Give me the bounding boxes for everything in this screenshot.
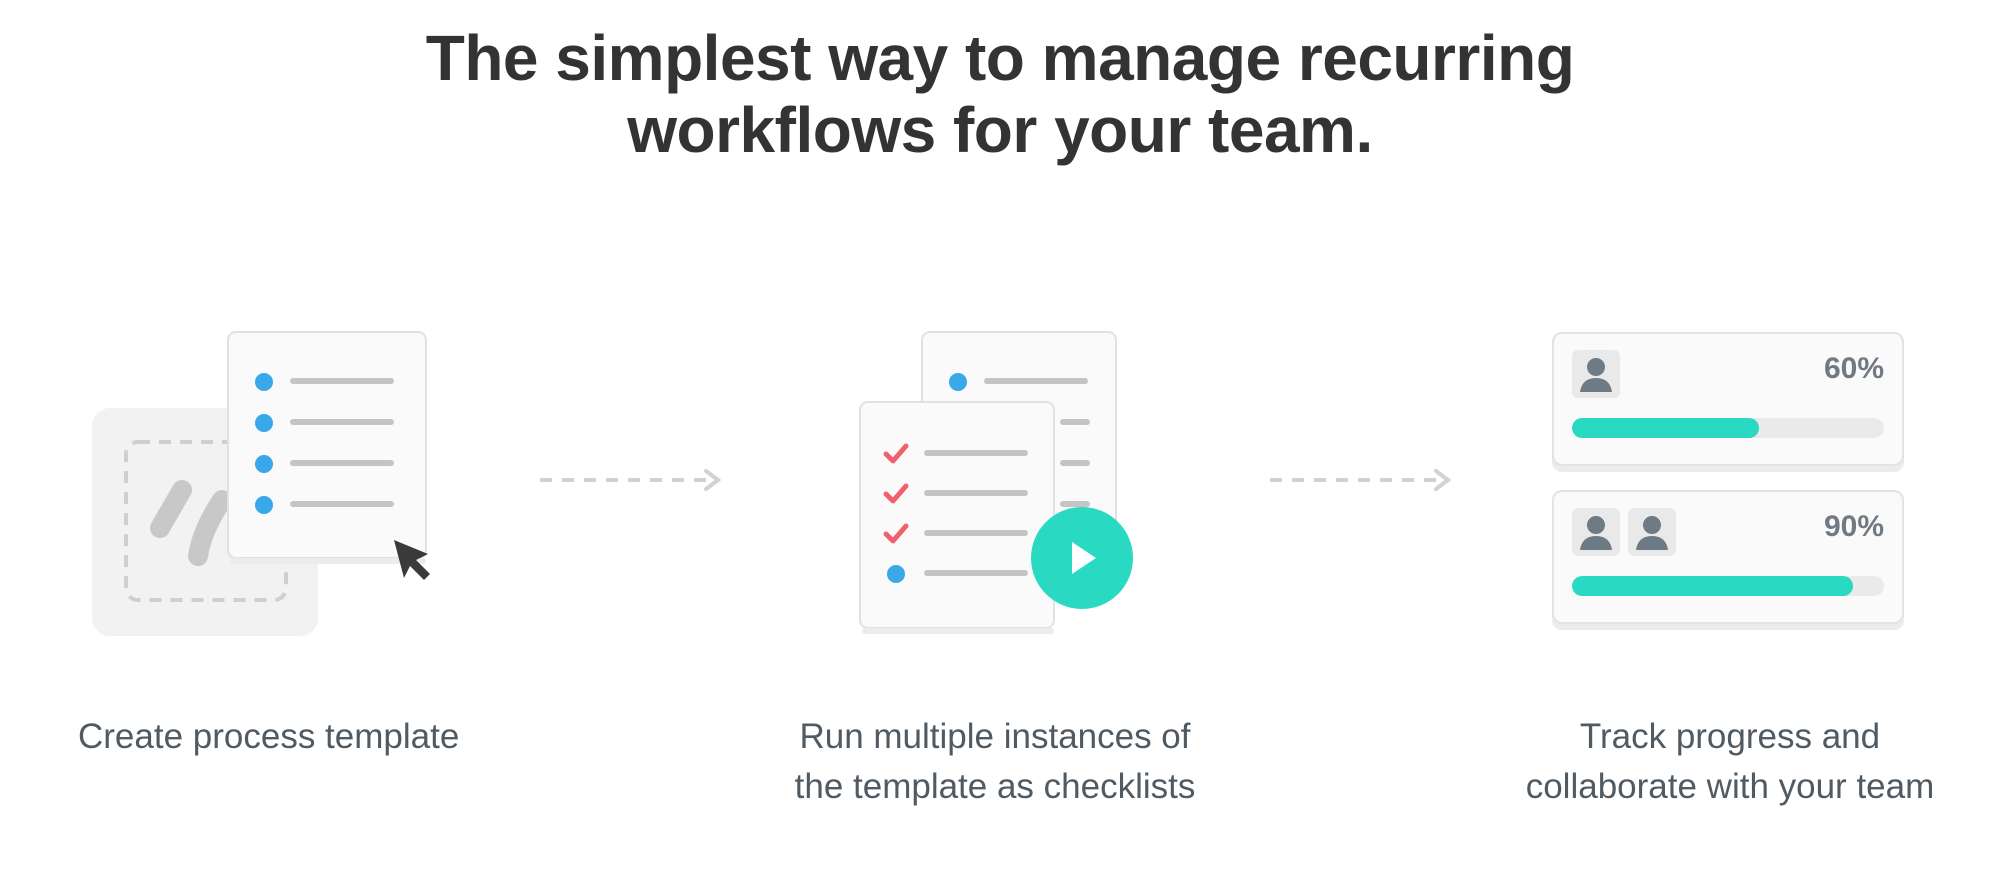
step-run-checklists-illustration	[858, 330, 1138, 640]
step-track-progress-illustration: 60% 90%	[1552, 332, 1908, 632]
avatar	[1628, 508, 1676, 556]
progress-percent: 90%	[1823, 510, 1884, 543]
page-title-line-2: workflows for your team.	[627, 94, 1373, 166]
arrow-right-icon	[1270, 469, 1452, 491]
page-title: The simplest way to manage recurring wor…	[0, 22, 2000, 166]
avatar	[1572, 508, 1620, 556]
progress-bar-fill	[1572, 418, 1760, 438]
arrow-right-icon	[540, 469, 722, 491]
step-caption-run-checklists: Run multiple instances of the template a…	[794, 717, 1196, 806]
user-icon	[1580, 516, 1612, 550]
play-icon	[1031, 507, 1133, 609]
progress-bar	[1572, 418, 1884, 438]
checkmark-icon	[883, 523, 909, 544]
progress-card: 60%	[1552, 332, 1904, 466]
step-caption-create-template: Create process template	[78, 717, 460, 756]
progress-percent: 60%	[1823, 352, 1884, 385]
checkmark-icon	[883, 483, 909, 504]
cursor-icon	[394, 540, 430, 580]
checklist-icon	[859, 401, 1055, 634]
checkmark-icon	[883, 443, 909, 464]
user-icon	[1636, 516, 1668, 550]
step-create-template-illustration	[90, 330, 450, 640]
progress-bar	[1572, 576, 1884, 596]
progress-card: 90%	[1552, 490, 1904, 624]
progress-bar-fill	[1572, 576, 1853, 596]
checklist-icon	[227, 331, 427, 564]
user-icon	[1580, 358, 1612, 392]
page-title-line-1: The simplest way to manage recurring	[425, 22, 1575, 94]
step-caption-track-progress: Track progress and collaborate with your…	[1525, 717, 1935, 806]
avatar	[1572, 350, 1620, 398]
